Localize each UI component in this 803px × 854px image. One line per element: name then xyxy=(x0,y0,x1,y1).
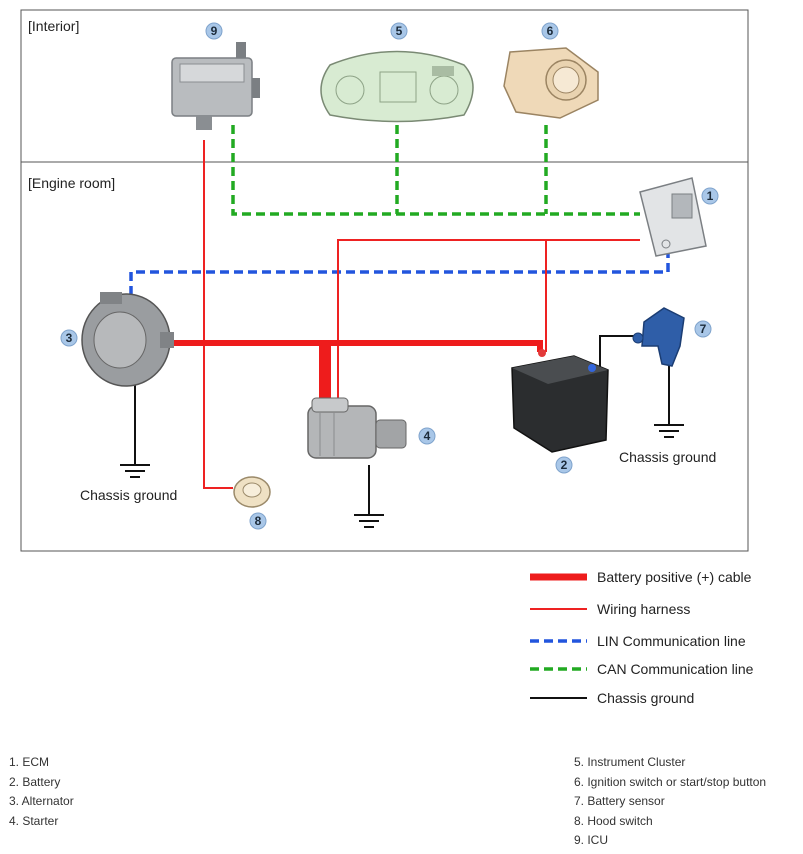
badge-starter-text: 4 xyxy=(424,429,431,443)
ground-symbol-starter xyxy=(354,514,384,528)
chassis-ground-label-alternator: Chassis ground xyxy=(80,487,177,503)
instrument-cluster-image xyxy=(320,50,474,123)
badge-ecm-text: 1 xyxy=(707,189,714,203)
ground-lines xyxy=(134,335,670,515)
legend-label-battery-cable: Battery positive (+) cable xyxy=(597,569,752,585)
chassis-ground-label-sensor: Chassis ground xyxy=(619,449,716,465)
badge-battery-text: 2 xyxy=(561,458,568,472)
ground-symbol-alternator xyxy=(120,464,150,478)
component-item: 5. Instrument Cluster xyxy=(574,755,686,769)
legend: Battery positive (+) cable Wiring harnes… xyxy=(530,569,754,706)
wiring-harness-lines xyxy=(203,140,640,489)
component-item: 3. Alternator xyxy=(9,794,74,808)
badge-battery-sensor-text: 7 xyxy=(700,322,707,336)
can-line-main xyxy=(231,125,640,216)
cable-alternator-battery xyxy=(172,340,543,352)
component-item: 8. Hood switch xyxy=(574,813,653,828)
ignition-switch-image xyxy=(503,47,599,119)
legend-label-chassis-ground: Chassis ground xyxy=(597,690,694,706)
engine-room-label: [Engine room] xyxy=(28,175,115,191)
badge-alternator: 3 xyxy=(60,329,78,347)
component-item: 7. Battery sensor xyxy=(574,794,665,808)
hood-switch-image xyxy=(233,476,271,508)
legend-label-lin: LIN Communication line xyxy=(597,633,746,649)
legend-label-wiring-harness: Wiring harness xyxy=(597,601,690,617)
interior-label: [Interior] xyxy=(28,18,79,34)
component-list-left: 1. ECM 2. Battery 3. Alternator 4. Start… xyxy=(9,753,74,831)
starter-image xyxy=(307,397,407,459)
badge-battery-sensor: 7 xyxy=(694,320,712,338)
component-item: 2. Battery xyxy=(9,774,61,789)
battery-sensor-link xyxy=(599,335,642,368)
badge-battery: 2 xyxy=(555,456,573,474)
badge-hood-switch-text: 8 xyxy=(255,514,262,528)
badge-ignition-text: 6 xyxy=(547,24,554,38)
badge-cluster: 5 xyxy=(390,22,408,40)
badge-ignition: 6 xyxy=(541,22,559,40)
component-list-right: 5. Instrument Cluster 6. Ignition switch… xyxy=(574,753,766,851)
badge-starter: 4 xyxy=(418,427,436,445)
harness-starter-ecm xyxy=(337,239,640,400)
icu-image xyxy=(171,42,260,130)
badge-icu: 9 xyxy=(205,22,223,40)
engine-room-frame xyxy=(20,161,749,552)
alternator-image xyxy=(81,292,174,387)
component-item: 1. ECM xyxy=(9,755,50,769)
lin-line xyxy=(129,250,670,295)
can-lines xyxy=(231,125,640,216)
battery-image xyxy=(511,349,609,453)
badge-icu-text: 9 xyxy=(211,24,218,38)
badge-ecm: 1 xyxy=(701,187,719,205)
badge-cluster-text: 5 xyxy=(396,24,403,38)
component-item: 9. ICU xyxy=(574,833,609,847)
component-item: 4. Starter xyxy=(9,813,59,828)
badge-alternator-text: 3 xyxy=(66,331,73,345)
badge-hood-switch: 8 xyxy=(249,512,267,530)
ecm-image xyxy=(639,177,707,257)
battery-sensor-image xyxy=(632,307,685,367)
ground-symbol-sensor xyxy=(654,424,684,438)
battery-positive-cable xyxy=(172,340,543,402)
component-item: 6. Ignition switch or start/stop button xyxy=(574,774,767,789)
legend-label-can: CAN Communication line xyxy=(597,661,754,677)
harness-icu-hood xyxy=(203,140,233,489)
